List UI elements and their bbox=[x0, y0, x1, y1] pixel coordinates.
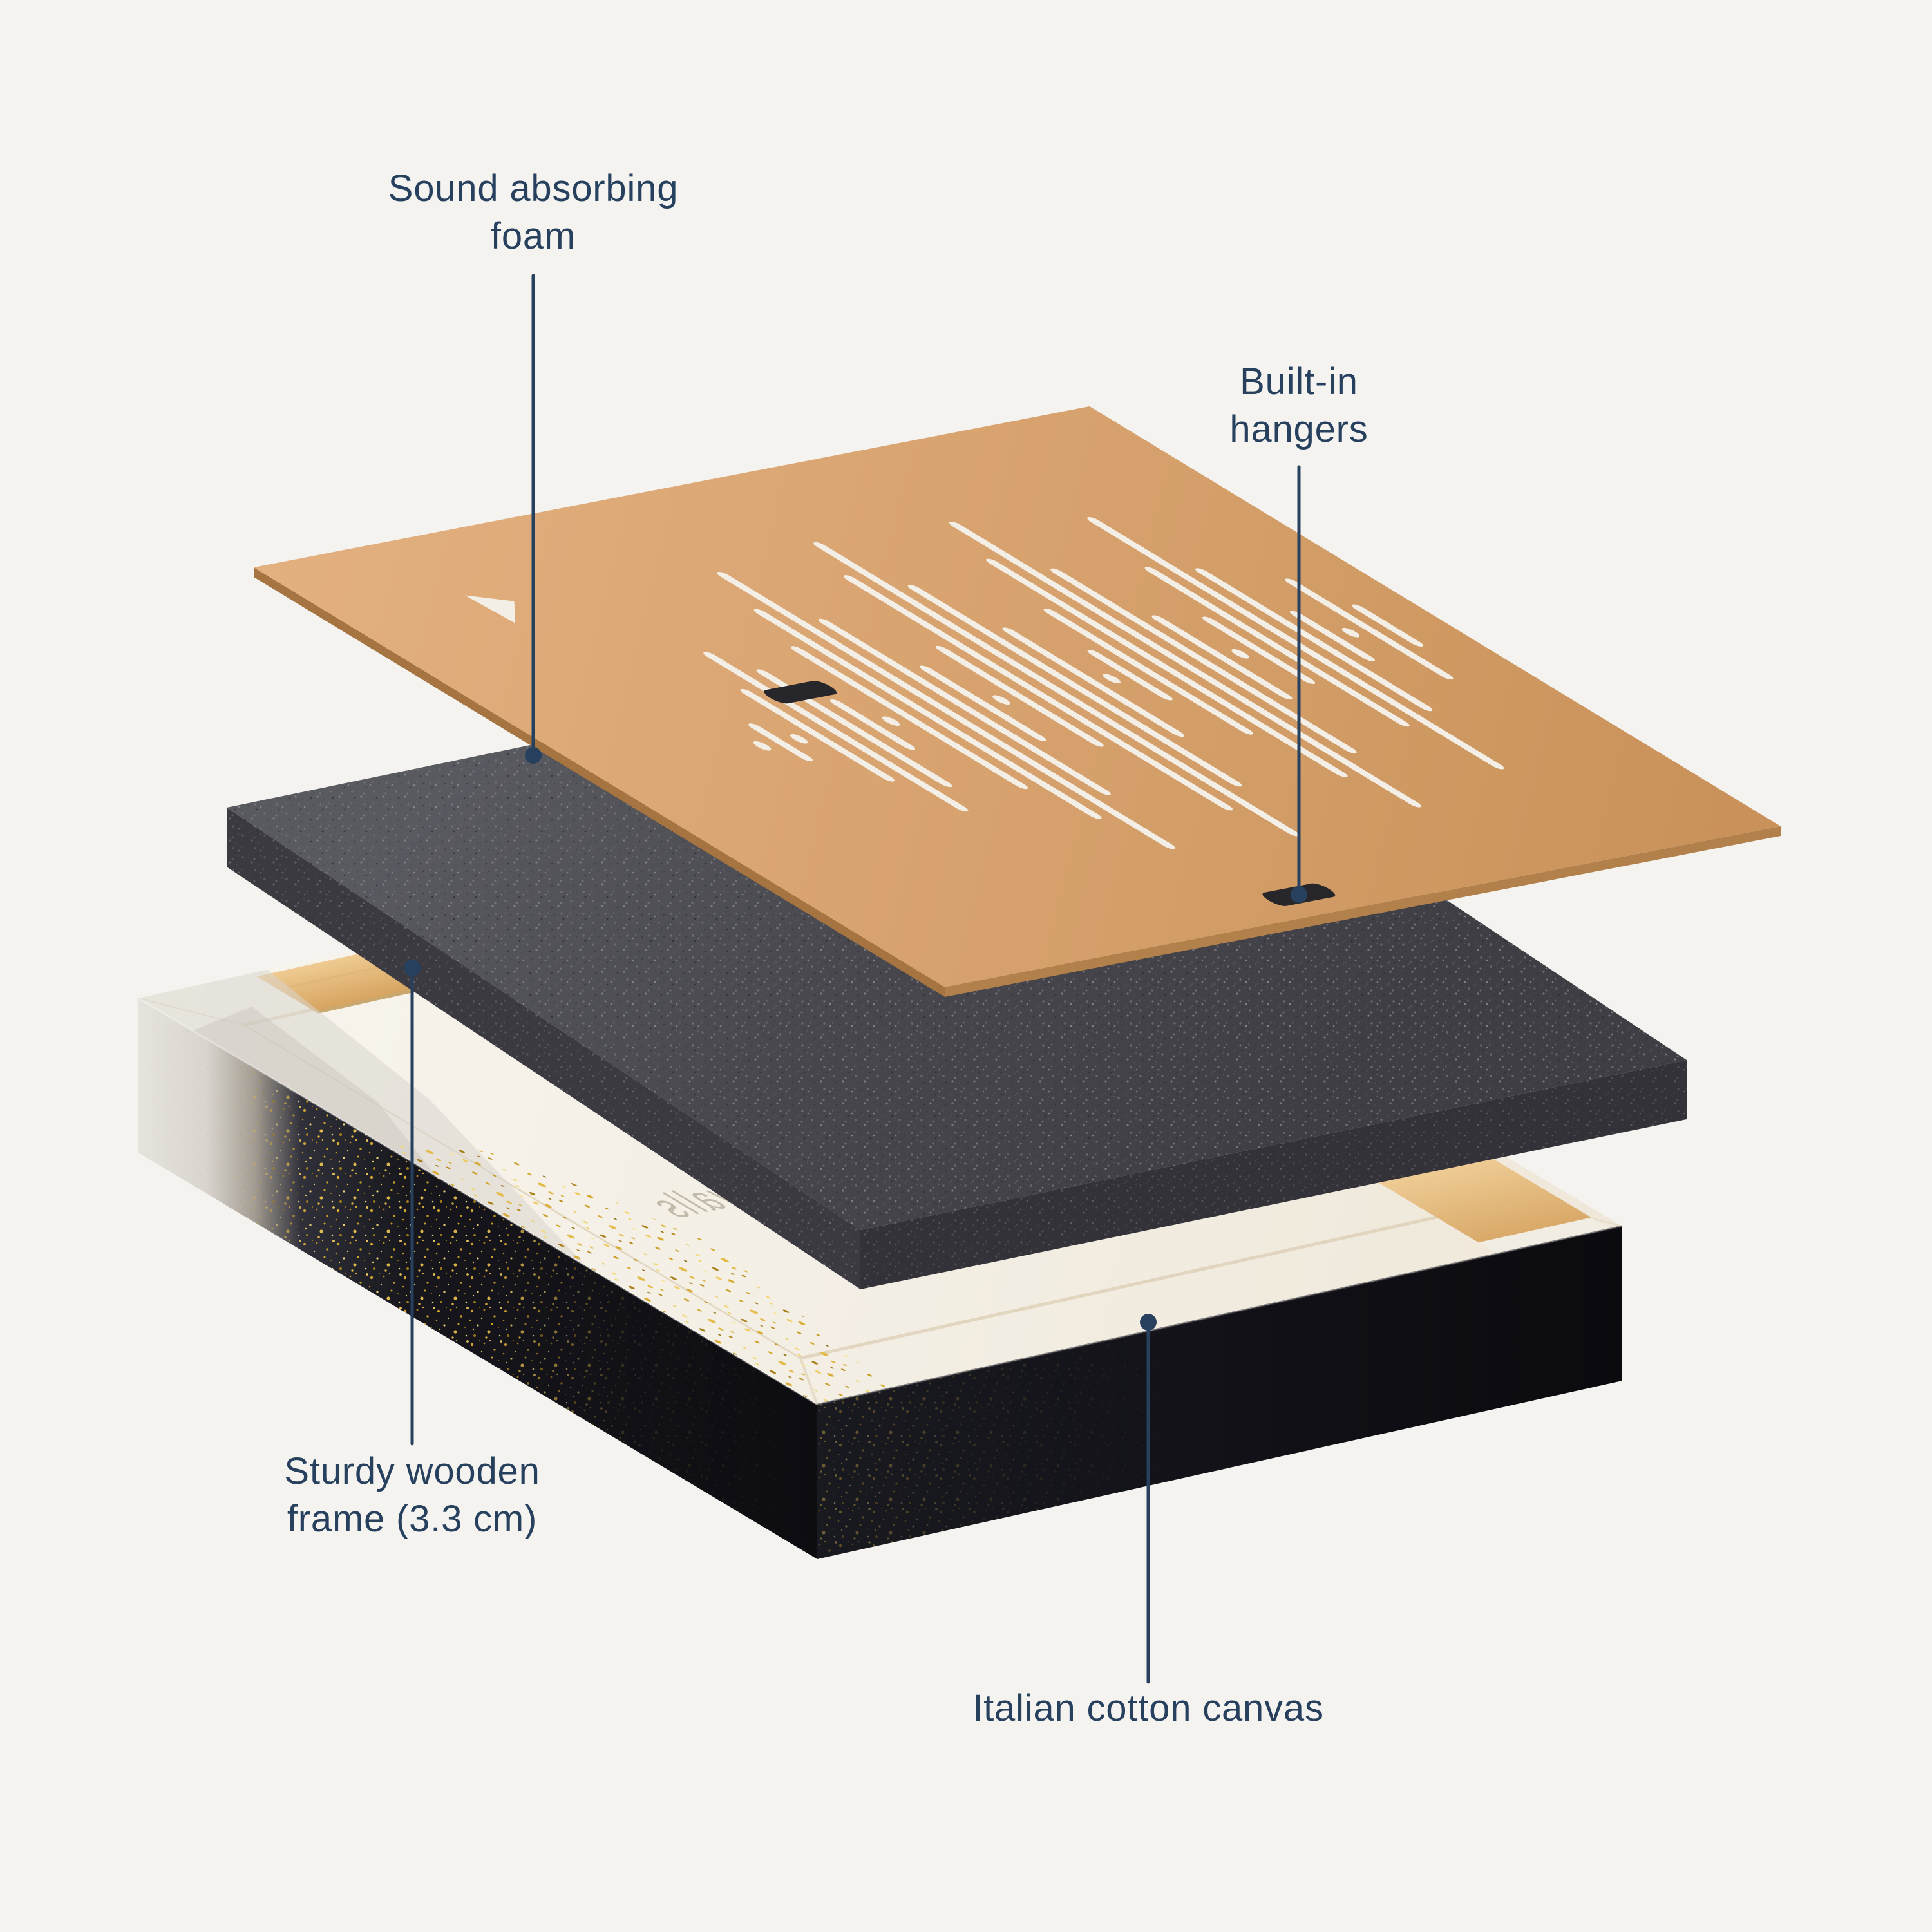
soundwave-slot bbox=[1195, 568, 1433, 712]
soundwave-slot bbox=[1002, 627, 1184, 737]
wooden-corner-section bbox=[1375, 1155, 1611, 1254]
soundwave-slot bbox=[1352, 604, 1423, 647]
built-in-hanger-slot bbox=[764, 681, 837, 704]
soundwave-slot bbox=[843, 575, 1233, 811]
foam-label-line2: foam bbox=[491, 215, 576, 257]
hangers-label-line2: hangers bbox=[1229, 408, 1368, 450]
soundwave-slot bbox=[1050, 568, 1357, 753]
soundwave-slot bbox=[1087, 517, 1504, 770]
canvas-side-left-gold-speckle bbox=[138, 998, 817, 1559]
soundwave-slot bbox=[748, 723, 813, 762]
soundwave-slot bbox=[986, 558, 1348, 777]
soundwave-slot bbox=[1151, 615, 1293, 700]
foam-label-line1: Sound absorbing bbox=[388, 167, 679, 209]
soundwave-cutouts bbox=[703, 517, 1504, 849]
artwork-gold-wrap bbox=[383, 1144, 890, 1405]
foam-side-front-texture bbox=[860, 1060, 1687, 1289]
soundwave-slot bbox=[1043, 608, 1253, 735]
frame-label-line1: Sturdy wooden bbox=[284, 1450, 540, 1492]
canvas-side-front-gold-speckle bbox=[817, 1226, 1622, 1559]
canvas-front-left-edge-highlight bbox=[138, 997, 818, 1406]
foam-leader-dot bbox=[525, 747, 542, 764]
soundwave-slot bbox=[935, 645, 1104, 747]
canvas-front-right-edge-highlight bbox=[817, 1225, 1623, 1406]
labels: Sound absorbing foam Built-in hangers St… bbox=[284, 167, 1368, 1729]
soundwave-slot bbox=[1231, 649, 1249, 659]
frame-label-line2: frame (3.3 cm) bbox=[287, 1498, 537, 1540]
soundwave-slot bbox=[919, 665, 1046, 742]
soundwave-slot bbox=[790, 734, 808, 744]
soundwave-slot bbox=[813, 542, 1300, 837]
soundwave-slot bbox=[882, 716, 900, 726]
soundwave-slot bbox=[949, 521, 1421, 808]
soundwave-slot bbox=[753, 609, 1102, 819]
leader-lines bbox=[404, 274, 1307, 1684]
soundwave-slot bbox=[1285, 578, 1454, 680]
soundwave-slot bbox=[1087, 650, 1173, 701]
soundwave-slot bbox=[1103, 674, 1121, 684]
board-logo-notch bbox=[464, 595, 515, 623]
soundwave-board-layer bbox=[254, 406, 1781, 997]
board-edge-front bbox=[945, 826, 1781, 997]
soundwave-slot bbox=[1289, 611, 1375, 661]
soundwave-slot bbox=[829, 699, 916, 750]
board-edge-left bbox=[254, 567, 945, 997]
artwork-gray-wrap-2 bbox=[193, 1006, 437, 1177]
hangers-label-line1: Built-in bbox=[1240, 361, 1358, 402]
frame-leader-dot bbox=[404, 960, 421, 976]
soundwave-slot bbox=[1341, 627, 1360, 638]
soundwave-slot bbox=[740, 688, 895, 782]
soundwave-slot bbox=[907, 585, 1242, 787]
soundwave-slot bbox=[717, 571, 1175, 849]
canvas-label: Italian cotton canvas bbox=[972, 1687, 1324, 1729]
soundwave-slot bbox=[1144, 567, 1410, 727]
hangers-leader-dot bbox=[1291, 886, 1307, 903]
foam-side-left-texture bbox=[227, 808, 860, 1289]
soundwave-slot bbox=[790, 646, 1028, 790]
soundwave-slot bbox=[818, 618, 1111, 795]
board-top-face-group bbox=[254, 406, 1781, 988]
soundwave-slot bbox=[753, 741, 772, 751]
soundwave-slot bbox=[992, 695, 1010, 705]
soundwave-slot bbox=[1202, 616, 1316, 685]
canvas-leader-dot bbox=[1140, 1314, 1157, 1331]
